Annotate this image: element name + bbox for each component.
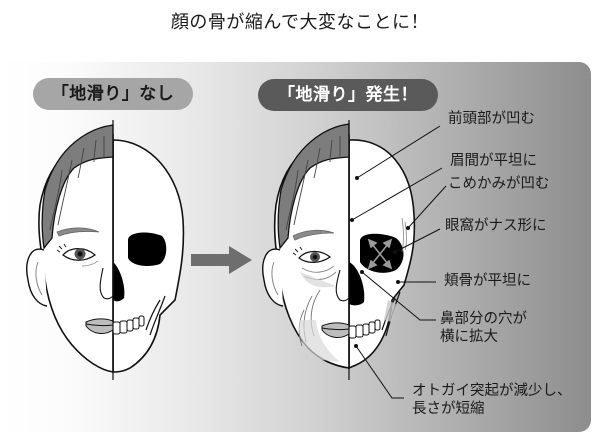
annotation-orbit: 眼窩がナス形に — [445, 218, 547, 234]
face-skull-split-normal-icon — [26, 120, 185, 380]
annotation-cheekbone: 頬骨が平坦に — [444, 273, 531, 289]
leader-lines — [351, 125, 447, 399]
before-label-pill: 「地滑り」なし — [33, 78, 193, 110]
page-title: 顔の骨が縮んで大変なことに！ — [170, 12, 430, 33]
face-skull-split-aged-icon — [262, 120, 416, 380]
leader-dots — [350, 176, 410, 348]
annotation-chin-line2: 長さが短縮 — [412, 401, 485, 417]
annotation-chin: オトガイ突起が減少し、 長さが短縮 — [412, 382, 572, 418]
annotation-nasal: 鼻部分の穴が 横に拡大 — [440, 310, 527, 346]
annotation-nasal-line1: 鼻部分の穴が — [440, 311, 527, 327]
right-arrow-icon — [191, 246, 252, 274]
expand-arrows-icon — [367, 238, 393, 270]
annotation-chin-line1: オトガイ突起が減少し、 — [412, 383, 572, 399]
annotation-temple: こめかみが凹む — [448, 176, 550, 192]
annotation-nasal-line2: 横に拡大 — [440, 329, 498, 345]
after-label-pill: 「地滑り」発生！ — [258, 79, 438, 111]
annotation-forehead: 前頭部が凹む — [448, 111, 535, 127]
annotation-glabella: 眉間が平坦に — [450, 153, 537, 169]
